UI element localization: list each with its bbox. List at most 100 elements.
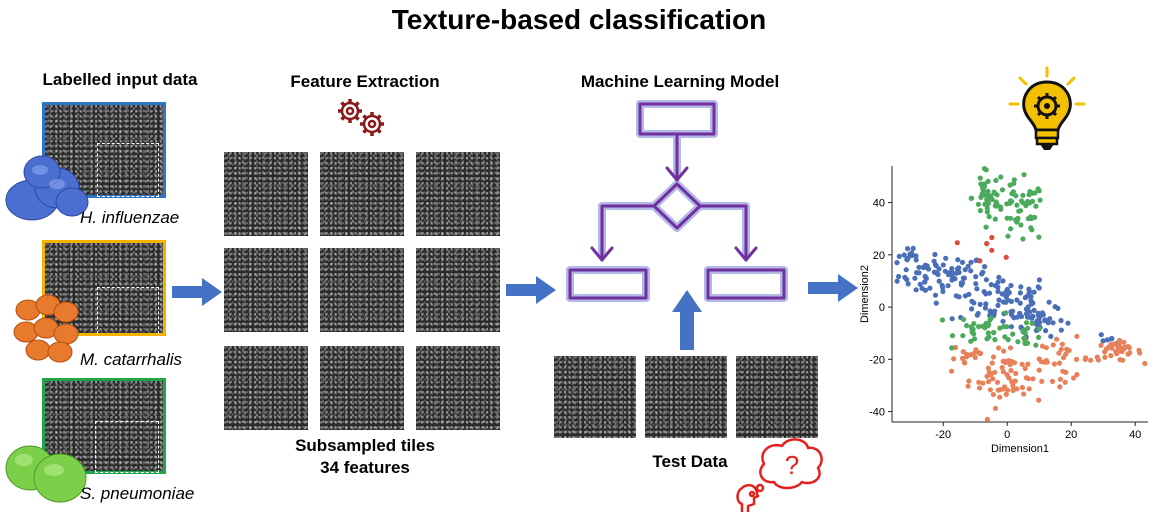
- scatter-point-series-1: [1011, 360, 1018, 366]
- scatter-point-series-0: [913, 257, 919, 263]
- scatter-point-series-0: [949, 316, 955, 322]
- scatter-point-series-2: [986, 334, 992, 340]
- scatter-point-series-1: [980, 380, 986, 386]
- scatter-point-series-2: [980, 185, 986, 191]
- feature-extraction-heading: Feature Extraction: [290, 72, 440, 91]
- scatter-point-series-2: [1025, 198, 1031, 205]
- scatter-point-series-0: [1036, 277, 1042, 283]
- scatter-point-series-1: [1021, 391, 1027, 397]
- scatter-point-series-1: [1010, 383, 1016, 389]
- scatter-point-series-0: [896, 253, 902, 259]
- scatter-point-series-1: [995, 387, 1001, 393]
- scatter-point-series-0: [949, 266, 955, 272]
- scatter-point-series-2: [1003, 310, 1009, 316]
- scatter-point-series-1: [1025, 361, 1031, 367]
- feature-tile: [224, 248, 308, 332]
- scatter-point-series-0: [922, 273, 928, 279]
- scatter-point-series-0: [956, 269, 962, 275]
- scatter-point-series-2: [1021, 172, 1027, 178]
- test-tile: [736, 356, 818, 438]
- scatter-point-series-2: [1036, 326, 1042, 332]
- scatter-point-series-1: [1010, 387, 1016, 393]
- scatter-point-series-2: [1015, 339, 1021, 345]
- scatter-point-series-1: [1136, 347, 1142, 353]
- scatter-point-series-2: [1007, 182, 1013, 188]
- scatter-point-series-2: [964, 323, 970, 329]
- scatter-point-series-0: [905, 281, 911, 287]
- scatter-point-series-2: [971, 336, 978, 342]
- feature-tile: [416, 346, 500, 430]
- scatter-point-series-2: [975, 201, 981, 207]
- tiles-caption-line1: Subsampled tiles: [295, 436, 435, 455]
- scatter-point-series-0: [968, 268, 974, 274]
- scatter-point-series-1: [1030, 376, 1036, 382]
- scatter-point-series-1: [951, 356, 957, 362]
- test-data-label: Test Data: [652, 452, 728, 471]
- scatter-point-series-1: [1000, 358, 1006, 364]
- scatter-point-series-0: [973, 281, 979, 287]
- scatter-point-series-1: [1026, 386, 1032, 392]
- scatter-point-series-0: [943, 255, 949, 261]
- scatter-point-series-0: [1000, 278, 1006, 284]
- scatter-point-series-1: [999, 364, 1005, 371]
- label-h-influenzae: H. influenzae: [80, 208, 180, 227]
- scatter-point-series-1: [984, 373, 990, 379]
- scatter-point-series-0: [913, 287, 919, 293]
- scatter-point-series-2: [977, 208, 983, 214]
- scatter-point-series-2: [993, 203, 1000, 209]
- scatter-point-series-1: [1062, 379, 1068, 385]
- scatter-point-series-1: [1008, 367, 1014, 374]
- scatter-point-series-0: [974, 286, 980, 292]
- roi-box: [97, 143, 159, 197]
- scatter-point-series-2: [999, 187, 1006, 193]
- scatter-point-series-0: [1046, 299, 1052, 305]
- feature-tile: [320, 152, 404, 236]
- scatter-point-series-2: [1025, 325, 1031, 331]
- label-m-catarrhalis: M. catarrhalis: [80, 350, 183, 369]
- scatter-point-series-1: [1083, 355, 1089, 361]
- scatter-point-series-1: [1039, 378, 1045, 384]
- scatter-point-series-0: [992, 283, 999, 289]
- scatter-point-series-0: [945, 283, 951, 289]
- scatter-point-series-0: [914, 270, 920, 276]
- x-tick-label: 0: [1004, 429, 1010, 441]
- test-tile: [645, 356, 727, 438]
- scatter-point-series-1: [1023, 375, 1029, 381]
- scatter-point-series-0: [1039, 310, 1045, 316]
- scatter-point-series-0: [931, 269, 937, 275]
- scatter-point-series-0: [1014, 314, 1020, 320]
- scatter-point-series-0: [953, 293, 959, 299]
- y-axis-label: Dimension2: [859, 265, 871, 323]
- scatter-point-series-1: [1000, 369, 1006, 375]
- scatter-point-series-1: [990, 354, 997, 360]
- scatter-point-series-1: [1041, 359, 1047, 365]
- arrow-right: [172, 278, 222, 306]
- scatter-point-series-0: [968, 259, 974, 265]
- scatter-point-series-0: [907, 251, 913, 257]
- scatter-point-series-0: [995, 302, 1001, 308]
- thinking-head-icon: ?: [736, 438, 823, 512]
- lightbulb-gear-icon: [1008, 66, 1086, 150]
- scatter-point-series-1: [1051, 361, 1057, 367]
- scatter-point-series-0: [905, 246, 911, 252]
- model-heading: Machine Learning Model: [580, 72, 780, 91]
- scatter-point-series-0: [1027, 314, 1034, 320]
- scatter-point-series-0: [1109, 335, 1115, 342]
- scatter-point-series-2: [1036, 188, 1042, 194]
- scatter-point-series-2: [993, 177, 999, 183]
- scatter-point-series-1: [1088, 357, 1094, 363]
- scatter-point-series-0: [971, 300, 977, 306]
- scatter-point-series-0: [1058, 317, 1064, 324]
- scatter-point-series-0: [939, 282, 945, 288]
- scatter-point-series-0: [1018, 284, 1024, 290]
- scatter-point-series-2: [1029, 320, 1035, 326]
- scatter-point-series-0: [973, 274, 979, 280]
- scatter-point-series-0: [912, 275, 918, 281]
- scatter-point-series-0: [1017, 300, 1023, 306]
- tiles-caption-line2: 34 features: [320, 458, 410, 477]
- scatter-point-series-2: [1032, 214, 1038, 220]
- scatter-point-series-2: [976, 324, 982, 330]
- scatter-point-series-0: [952, 276, 958, 282]
- scatter-point-series-2: [977, 175, 983, 181]
